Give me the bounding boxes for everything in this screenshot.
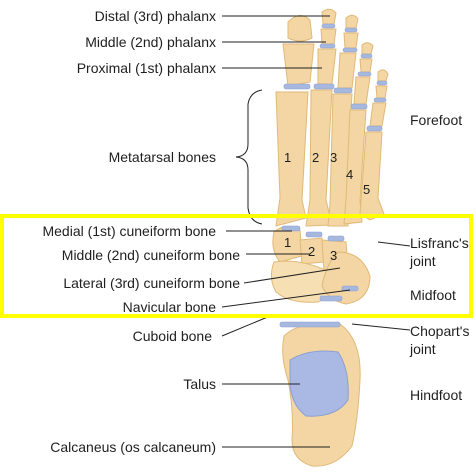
- toe-2-distal-cartilage: [321, 23, 336, 29]
- toe-3-mtp-cartilage: [333, 87, 353, 94]
- navicular-talus-cartilage: [319, 295, 343, 302]
- label-forefoot: Forefoot: [410, 112, 462, 128]
- toe-5-mtp-cartilage: [366, 125, 383, 132]
- labels: Distal (3rd) phalanx Middle (2nd) phalan…: [42, 8, 469, 455]
- metatarsal-number-3: 3: [330, 150, 337, 165]
- toe-3-distal-phalanx: [345, 14, 359, 29]
- cuneiform-number-2: 2: [308, 244, 315, 259]
- metatarsal-number-5: 5: [363, 182, 370, 197]
- label-middle-cuneiform: Middle (2nd) cuneiform bone: [62, 247, 240, 263]
- toe-2-distal-phalanx: [321, 8, 337, 25]
- metatarsal-4: [343, 109, 367, 225]
- leader-cuboid: [221, 315, 271, 337]
- label-medial-cuneiform: Medial (1st) cuneiform bone: [42, 223, 216, 239]
- toe-4-mtp-cartilage: [350, 103, 368, 110]
- cuboid: [321, 251, 371, 305]
- label-metatarsal-bones: Metatarsal bones: [109, 149, 216, 165]
- label-lisfranc-line2: joint: [409, 253, 436, 269]
- cuboid-calcaneus-cartilage: [341, 285, 359, 292]
- label-middle-phalanx: Middle (2nd) phalanx: [85, 34, 216, 50]
- midfoot-highlight-frame: [0, 214, 473, 318]
- label-lisfranc-line1: Lisfranc's: [410, 235, 469, 251]
- big-toe-distal-phalanx: [287, 15, 313, 42]
- lisfranc-cartilage-2: [305, 231, 323, 238]
- hindfoot-bones: [279, 321, 361, 467]
- cuneiform-number-1: 1: [284, 235, 291, 250]
- toe-4-distal-cartilage: [360, 53, 373, 59]
- label-midfoot: Midfoot: [410, 287, 456, 303]
- label-calcaneus: Calcaneus (os calcaneum): [50, 439, 216, 455]
- toe-2-middle-cartilage: [319, 43, 336, 49]
- metatarsal-number-1: 1: [284, 150, 291, 165]
- metatarsal-bracket: [235, 89, 263, 225]
- leader-navicular: [221, 289, 351, 308]
- toe-4-distal-phalanx: [361, 42, 374, 55]
- cuneiform-number-3: 3: [330, 248, 337, 263]
- chopart-cartilage: [279, 321, 341, 328]
- leader-lateral-cuneiform: [243, 267, 341, 284]
- toe-5-middle-phalanx: [375, 85, 388, 99]
- forefoot-bones: [275, 8, 389, 227]
- toe-5-middle-cartilage: [373, 97, 387, 103]
- label-cuboid: Cuboid bone: [133, 328, 213, 344]
- label-chopart-line1: Chopart's: [410, 323, 469, 339]
- talus-articular-surface: [289, 350, 349, 417]
- label-hindfoot: Hindfoot: [410, 387, 462, 403]
- toe-5-distal-cartilage: [376, 80, 388, 86]
- toe-4-middle-phalanx: [359, 58, 373, 73]
- big-toe-joint-cartilage: [283, 83, 311, 90]
- metatarsal-number-2: 2: [312, 150, 319, 165]
- toe-4-proximal-phalanx: [353, 76, 371, 105]
- toe-5-distal-phalanx: [377, 69, 389, 82]
- toe-2-proximal-phalanx: [317, 48, 337, 85]
- metatarsal-1: [275, 91, 309, 227]
- leader-chopart-joint: [351, 323, 411, 331]
- leader-lines: [221, 15, 411, 448]
- label-chopart-line2: joint: [409, 341, 436, 357]
- big-toe-proximal-phalanx: [282, 43, 315, 87]
- metatarsal-number-4: 4: [346, 167, 353, 182]
- toe-3-proximal-phalanx: [337, 52, 357, 89]
- toe-5-proximal-phalanx: [369, 102, 387, 127]
- leader-lisfranc-joint: [377, 241, 411, 247]
- label-talus: Talus: [183, 376, 216, 392]
- toe-2-mtp-cartilage: [313, 83, 335, 90]
- label-lateral-cuneiform: Lateral (3rd) cuneiform bone: [63, 275, 240, 291]
- toe-3-distal-cartilage: [344, 27, 358, 33]
- lisfranc-cartilage-3: [327, 235, 345, 242]
- label-distal-phalanx: Distal (3rd) phalanx: [95, 8, 216, 24]
- lisfranc-cartilage-1: [281, 225, 301, 232]
- toe-4-middle-cartilage: [357, 71, 372, 77]
- toe-3-middle-cartilage: [342, 47, 358, 53]
- label-navicular: Navicular bone: [123, 299, 217, 315]
- toe-3-middle-phalanx: [343, 32, 359, 49]
- label-proximal-phalanx: Proximal (1st) phalanx: [77, 60, 216, 76]
